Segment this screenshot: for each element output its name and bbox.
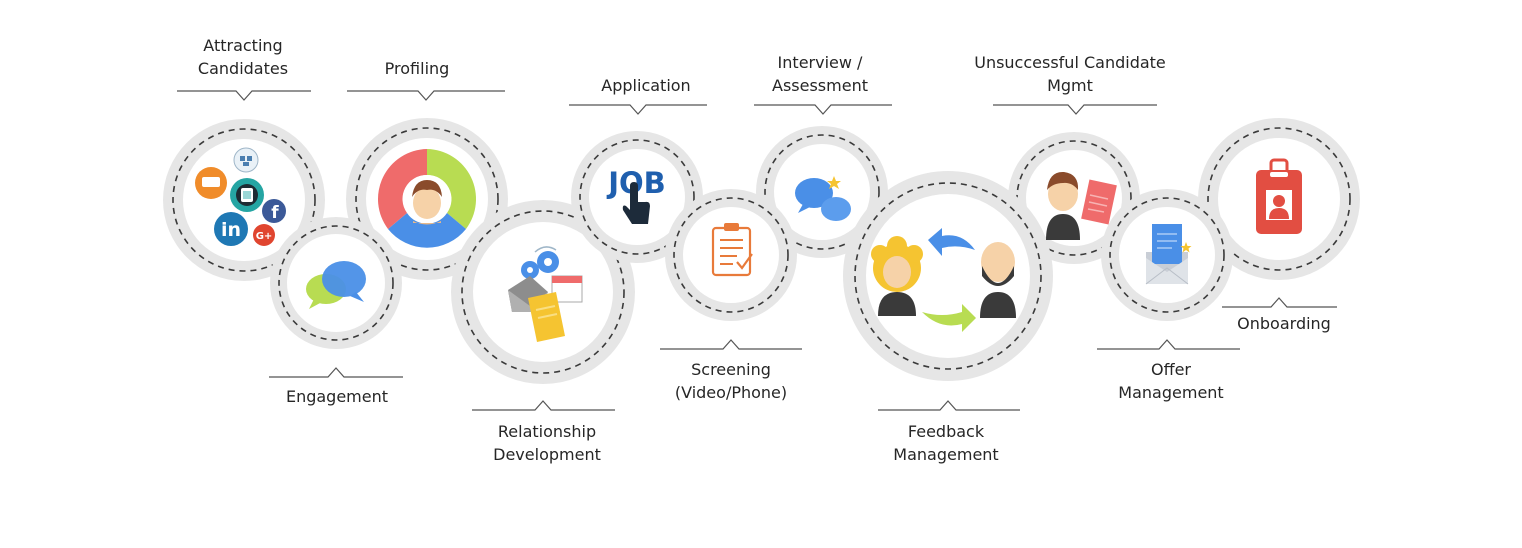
label-offer: Offer Management <box>1118 358 1223 404</box>
label-profiling: Profiling <box>385 57 450 80</box>
google-plus-icon: G+ <box>253 224 275 246</box>
social-media-cluster-icon <box>195 147 264 212</box>
label-attracting-line2: Candidates <box>197 59 289 78</box>
label-attracting: Attracting Candidates <box>198 34 288 80</box>
feedback-exchange-icon <box>871 228 1016 332</box>
bracket-screening <box>660 339 802 350</box>
label-interview-line2: Assessment <box>772 76 868 95</box>
bracket-relationship <box>472 400 615 411</box>
label-feedback-line2: Management <box>893 445 999 464</box>
chat-bubbles-icon <box>306 261 366 309</box>
label-onboarding-line1: Onboarding <box>1237 314 1331 333</box>
label-screening-line2: (Video/Phone) <box>674 383 788 402</box>
facebook-icon: f <box>262 199 286 223</box>
label-offer-line1: Offer <box>1150 360 1192 379</box>
gears-documents-icon <box>508 246 583 342</box>
label-feedback-line1: Feedback <box>907 422 985 441</box>
label-application-line1: Application <box>601 76 691 95</box>
label-unsuccessful: Unsuccessful Candidate Mgmt <box>974 51 1166 97</box>
label-engagement-line1: Engagement <box>285 387 389 406</box>
label-relationship: Relationship Development <box>493 420 601 466</box>
id-badge-icon <box>1256 158 1302 234</box>
bracket-onboarding <box>1222 297 1337 308</box>
linkedin-icon: in <box>214 212 248 246</box>
callout-brackets <box>177 90 1337 411</box>
label-screening-line1: Screening <box>691 360 771 379</box>
label-interview-line1: Interview / <box>777 53 863 72</box>
label-interview: Interview / Assessment <box>772 51 868 97</box>
facebook-logo-text: f <box>271 203 279 223</box>
linkedin-logo-text: in <box>221 219 241 241</box>
profile-donut-icon <box>377 149 477 248</box>
clipboard-checklist-icon <box>711 223 753 277</box>
bracket-offer <box>1097 339 1240 350</box>
label-application: Application <box>601 74 690 97</box>
label-relationship-line1: Relationship <box>497 422 597 441</box>
bracket-attracting <box>177 90 311 101</box>
label-profiling-line1: Profiling <box>384 59 450 78</box>
bracket-interview <box>754 104 892 115</box>
bracket-engagement <box>269 367 403 378</box>
label-offer-line2: Management <box>1118 383 1224 402</box>
job-click-icon: JOB <box>606 166 666 224</box>
bracket-unsuccessful <box>993 104 1157 115</box>
label-unsuccessful-line2: Mgmt <box>1047 76 1093 95</box>
bracket-application <box>569 104 707 115</box>
label-onboarding: Onboarding <box>1237 312 1331 335</box>
bracket-feedback <box>878 400 1020 411</box>
label-relationship-line2: Development <box>493 445 601 464</box>
speech-bubbles-icon <box>795 176 851 221</box>
label-attracting-line1: Attracting <box>203 36 283 55</box>
label-screening: Screening (Video/Phone) <box>675 358 787 404</box>
person-letter-icon <box>1046 171 1117 240</box>
label-engagement: Engagement <box>286 385 388 408</box>
google-plus-logo-text: G+ <box>256 231 273 242</box>
label-unsuccessful-line1: Unsuccessful Candidate <box>974 53 1166 72</box>
label-feedback: Feedback Management <box>893 420 998 466</box>
envelope-letter-icon <box>1145 224 1192 285</box>
bracket-profiling <box>347 90 505 101</box>
